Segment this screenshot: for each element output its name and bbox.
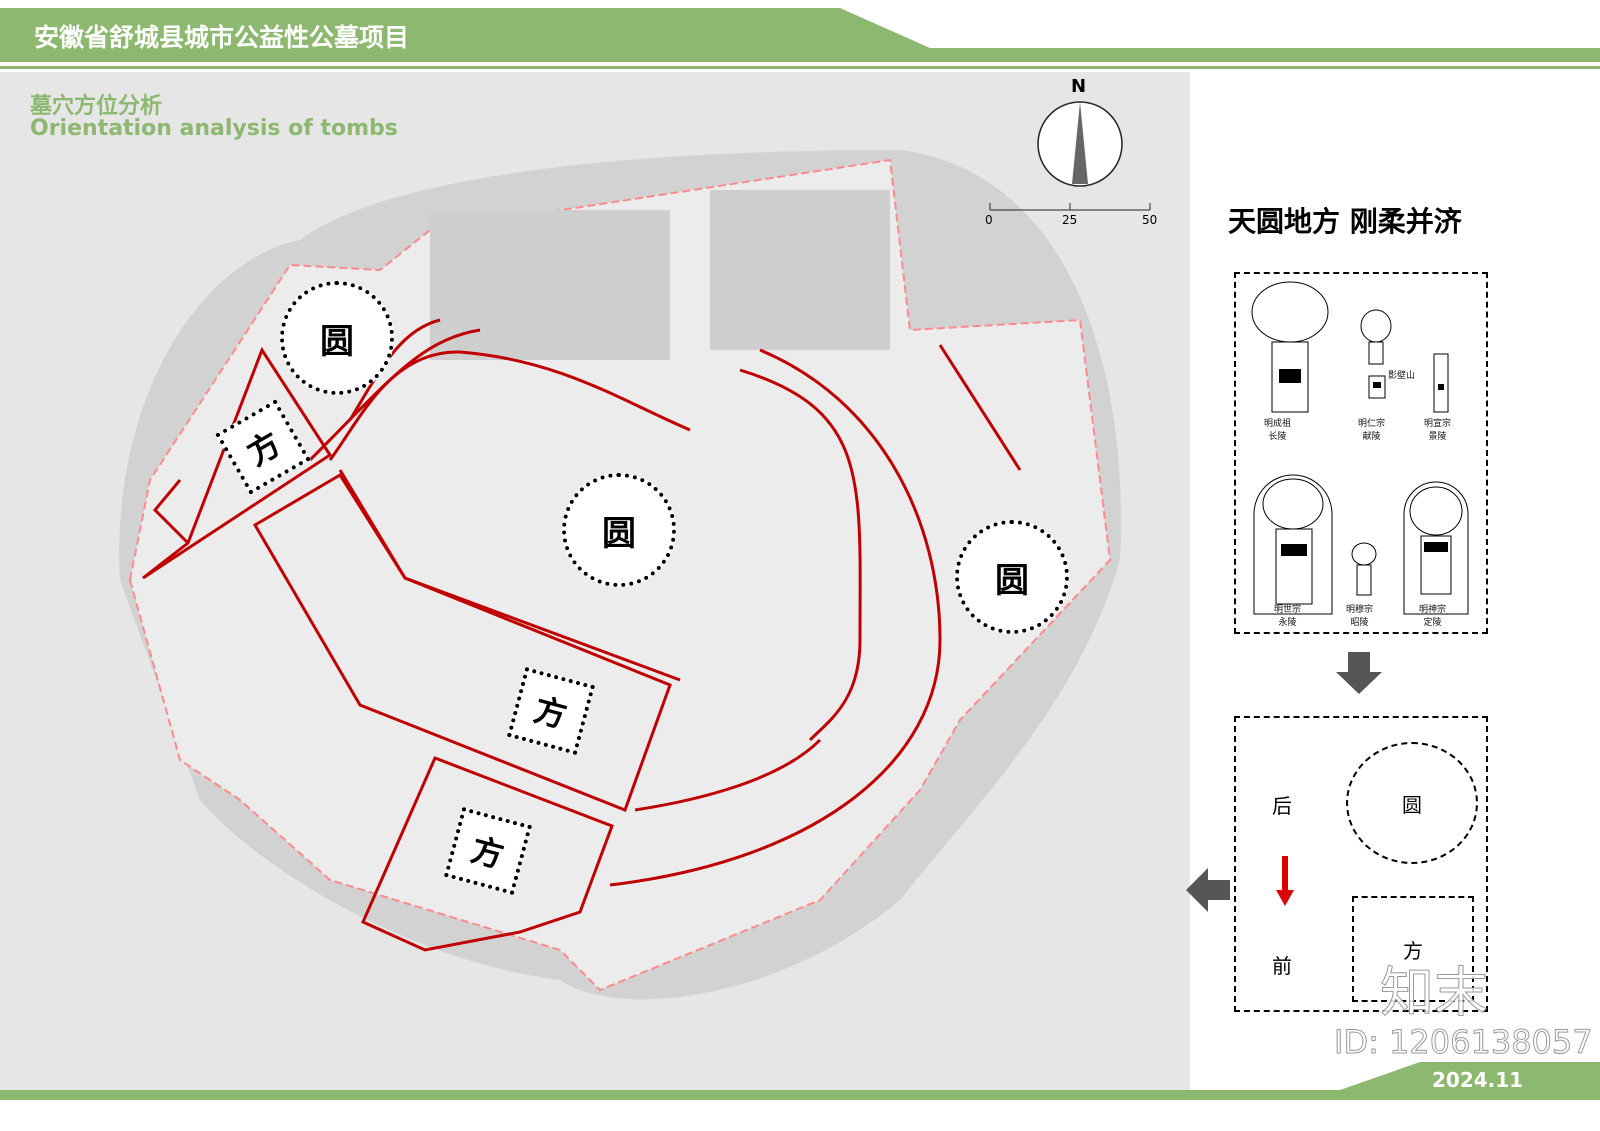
watermark-id: ID: 1206138057	[1334, 1023, 1594, 1061]
tomb-name-1: 明成祖长陵	[1264, 419, 1292, 442]
scale-bar	[989, 203, 1151, 211]
arrow-down-red-icon	[1276, 856, 1294, 906]
arrow-down-icon	[1336, 652, 1382, 694]
date-label: 2024.11	[1432, 1068, 1524, 1092]
schema-front: 前	[1272, 954, 1292, 978]
round-label-2: 圆	[562, 473, 676, 587]
scale-tick-50: 50	[1142, 213, 1158, 227]
footer-banner	[0, 1062, 1600, 1100]
page-title: 安徽省舒城县城市公益性公墓项目	[34, 23, 410, 52]
section-title-cn: 墓穴方位分析	[30, 94, 163, 119]
orientation-schema: 圆 方 后 前	[1234, 716, 1488, 1012]
screen-hill-label: 影壁山	[1388, 371, 1416, 381]
schema-square: 方	[1352, 896, 1474, 1002]
panel-heading: 天圆地方 刚柔并济	[1228, 205, 1462, 238]
schema-round: 圆	[1346, 742, 1478, 864]
tomb-name-4: 明世宗永陵	[1274, 605, 1302, 628]
arrow-left-icon	[1186, 868, 1230, 912]
tomb-name-3: 明宣宗景陵	[1424, 419, 1452, 442]
scale-tick-25: 25	[1062, 213, 1078, 227]
ming-tombs-diagram: 明成祖长陵 明仁宗献陵 明宣宗景陵 明世宗永陵 明穆宗昭陵 明神宗定陵 影壁山	[1234, 272, 1488, 634]
round-label-1: 圆	[280, 281, 394, 395]
compass-north-label: N	[1071, 76, 1087, 97]
schema-back: 后	[1272, 794, 1292, 818]
section-title-en: Orientation analysis of tombs	[30, 116, 398, 141]
tomb-name-5: 明穆宗昭陵	[1346, 605, 1374, 628]
tomb-plans-drawing	[1251, 281, 1469, 615]
compass-icon	[1037, 101, 1123, 187]
tomb-name-2: 明仁宗献陵	[1358, 419, 1386, 442]
watermark-brand: 知末	[1380, 961, 1489, 1024]
scale-tick-0: 0	[985, 213, 993, 227]
round-label-3: 圆	[955, 520, 1069, 634]
header-banner	[0, 8, 1600, 69]
tomb-name-6: 明神宗定陵	[1419, 605, 1447, 628]
